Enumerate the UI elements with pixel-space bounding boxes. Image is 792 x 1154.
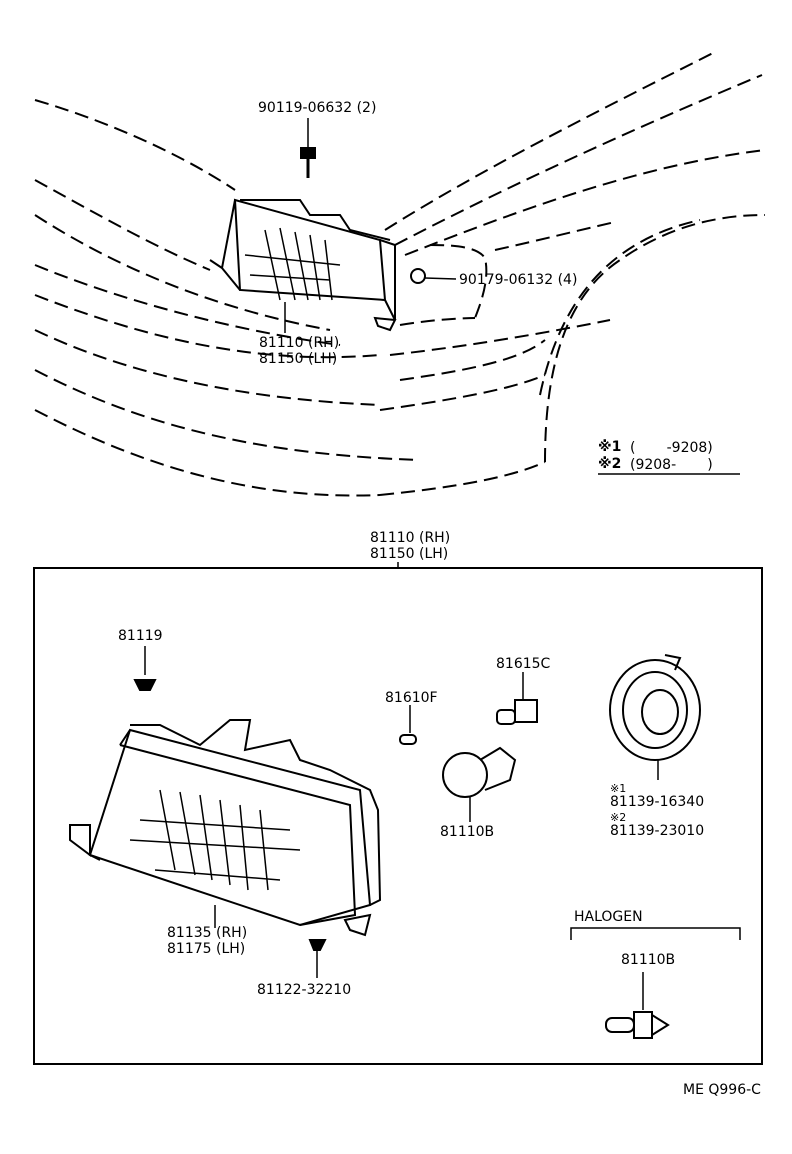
nut-icon <box>410 268 457 284</box>
ring-part1-label: 81139-16340 <box>610 794 705 810</box>
screw-part-label: 81122-32210 <box>257 982 352 998</box>
headlamp-top-drawing <box>209 198 397 333</box>
clip-icon <box>133 646 157 691</box>
legend-note1-mark: ※1 <box>598 439 622 455</box>
screw-icon <box>308 939 327 978</box>
small-bulb-part-label: 81610F <box>385 690 438 706</box>
halogen-bulb-part-label: 81110B <box>621 952 676 968</box>
headlamp-lh-label: 81150 (LH) <box>259 351 338 367</box>
legend-note1-range: ( -9208) <box>630 440 713 456</box>
detail-header-rh: 81110 (RH) <box>370 530 451 546</box>
halogen-label: HALOGEN <box>574 909 643 925</box>
ring-part2-label: 81139-23010 <box>610 823 705 839</box>
halogen-bracket <box>570 927 741 940</box>
nut-part-label: 90179-06132 (4) <box>459 272 578 288</box>
legend-note2-mark: ※2 <box>598 456 622 472</box>
bolt-icon <box>300 118 316 178</box>
lens-rh-label: 81135 (RH) <box>167 925 248 941</box>
headlamp-rh-label: 81110 (RH) <box>259 335 340 351</box>
socket-icon <box>496 672 538 725</box>
socket-part-label: 81615C <box>496 656 551 672</box>
small-bulb-icon <box>399 705 417 745</box>
lens-lh-label: 81175 (LH) <box>167 941 246 957</box>
headlamp-detail-drawing <box>69 719 382 937</box>
detail-frame <box>33 562 763 1065</box>
legend-note2-range: (9208- ) <box>630 457 713 473</box>
footer-code: ME Q996-C <box>683 1082 761 1098</box>
ring-note2-mark: ※2 <box>610 811 627 824</box>
bulb-part-label: 81110B <box>440 824 495 840</box>
detail-header-lh: 81150 (LH) <box>370 546 449 562</box>
bulb-icon <box>442 746 517 822</box>
halogen-bulb-icon <box>605 972 670 1039</box>
car-body-contours <box>34 51 766 497</box>
clip-part-label: 81119 <box>118 628 163 644</box>
ring-note1-mark: ※1 <box>610 782 627 795</box>
reflector-ring-icon <box>609 654 701 780</box>
bolt-part-label: 90119-06632 (2) <box>258 100 377 116</box>
